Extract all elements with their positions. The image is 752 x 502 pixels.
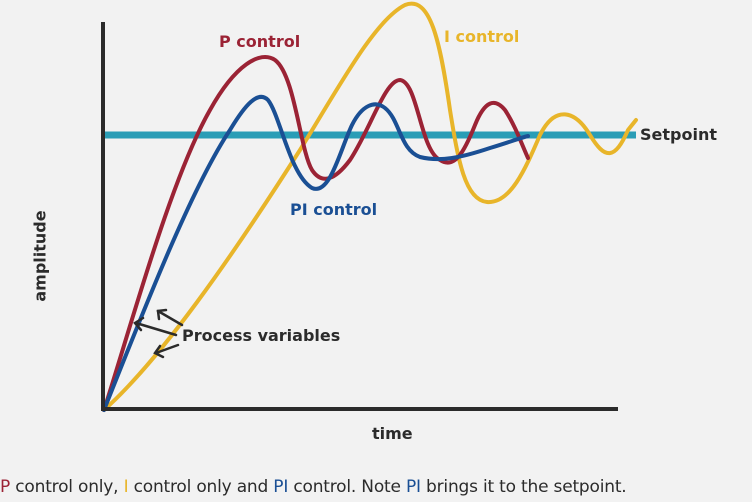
x-axis-label: time: [372, 424, 413, 443]
caption-text-4: brings it to the setpoint.: [420, 477, 627, 497]
caption-pi-1: PI: [273, 477, 289, 497]
process-variables-label: Process variables: [182, 326, 341, 345]
p-control-curve: [102, 55, 530, 412]
caption-i: I: [123, 477, 129, 497]
caption-p: P: [0, 477, 11, 497]
caption-text-3: control. Note: [288, 477, 406, 497]
i-control-curve: [102, 1, 638, 412]
i-control-label: I control: [444, 27, 520, 46]
caption-text-2: control only and: [128, 477, 274, 497]
caption-text-1: control only,: [10, 477, 124, 497]
caption: P control only, I control only and PI co…: [0, 477, 752, 497]
pi-control-label: PI control: [290, 200, 378, 219]
y-axis-label: amplitude: [30, 210, 50, 302]
process-variables-arrows: [133, 308, 184, 359]
p-control-label: P control: [219, 32, 301, 51]
pi-control-curve: [102, 94, 530, 412]
setpoint-label: Setpoint: [640, 125, 717, 144]
caption-pi-2: PI: [405, 477, 421, 497]
